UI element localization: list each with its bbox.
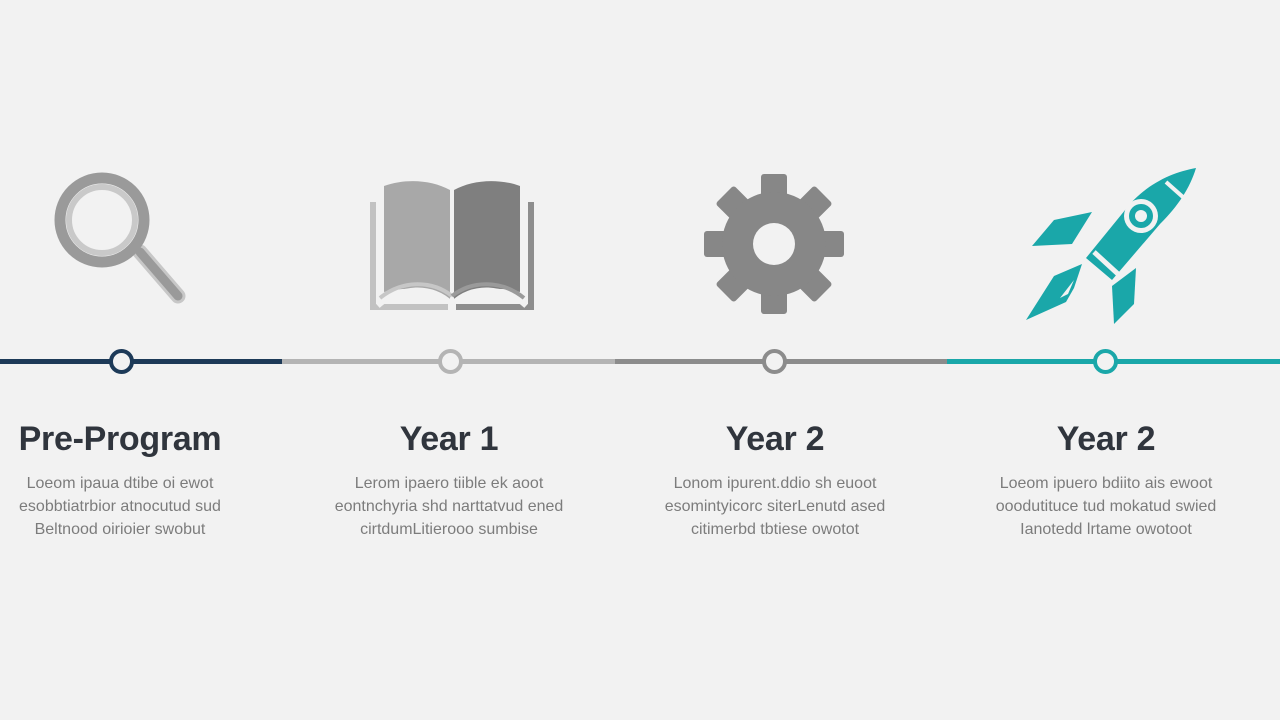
- step-title-year-1: Year 1: [399, 420, 499, 458]
- magnifying-glass-icon: [40, 168, 190, 308]
- step-description-year-1: Lerom ipaero tiible ek aoot eontnchyria …: [334, 475, 564, 538]
- timeline-node-year-2-final: [1093, 349, 1118, 374]
- step-description-year-2-final: Loeom ipuero bdiito ais ewoot ooodutituc…: [995, 475, 1217, 538]
- step-description-year-2: Lonom ipurent.ddio sh euoot esomintyicor…: [664, 475, 886, 538]
- step-title-year-2-final: Year 2: [1056, 420, 1156, 458]
- step-description-pre-program: Loeom ipaua dtibe oi ewot esobbtiatrbior…: [19, 475, 221, 538]
- timeline-node-pre-program: [109, 349, 134, 374]
- timeline-node-year-2: [762, 349, 787, 374]
- step-title-pre-program: Pre-Program: [18, 420, 222, 458]
- timeline-node-year-1: [438, 349, 463, 374]
- gear-icon: [702, 172, 846, 316]
- open-book-icon: [366, 176, 538, 314]
- rocket-icon: [1024, 164, 1202, 328]
- timeline-segment-pre-program: [0, 359, 282, 364]
- step-title-year-2: Year 2: [725, 420, 825, 458]
